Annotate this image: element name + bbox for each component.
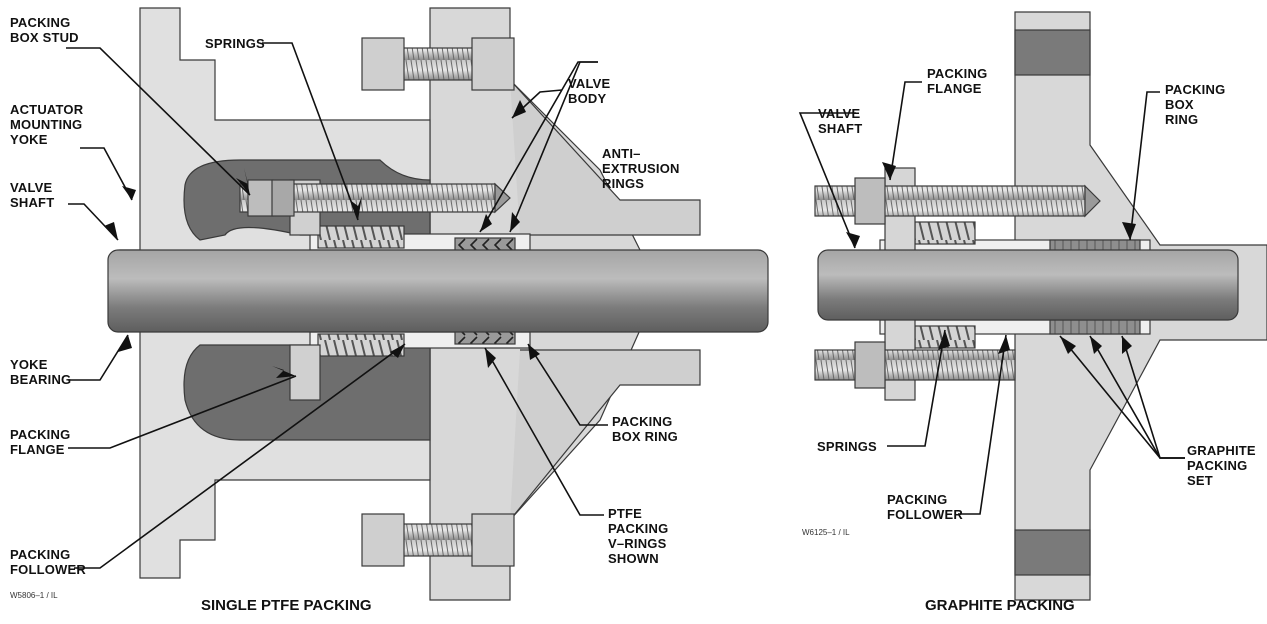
label-yoke-bearing: YOKE BEARING	[10, 357, 72, 387]
title-graphite-packing: GRAPHITE PACKING	[925, 597, 1075, 614]
left-assembly	[107, 7, 769, 601]
right-valve-shaft	[817, 249, 1239, 321]
right-springs-top	[914, 221, 976, 245]
label-anti-extrusion-rings: ANTI– EXTRUSION RINGS	[602, 146, 680, 191]
figure-code-left: W5806–1 / IL	[10, 591, 58, 600]
label-packing-flange-left: PACKING FLANGE	[10, 427, 71, 457]
figure-code-right: W6125–1 / IL	[802, 528, 850, 537]
label-packing-flange-right: PACKING FLANGE	[927, 66, 988, 96]
label-packing-box-ring-left: PACKING BOX RING	[612, 414, 678, 444]
label-valve-shaft-left: VALVE SHAFT	[10, 180, 55, 210]
label-packing-follower-right: PACKING FOLLOWER	[887, 492, 963, 522]
left-springs-top	[317, 225, 405, 249]
title-single-ptfe-packing: SINGLE PTFE PACKING	[201, 597, 372, 614]
right-assembly	[814, 11, 1267, 601]
leader-arrowheads	[104, 100, 1136, 378]
left-valve-shaft	[107, 249, 769, 333]
right-stud-bottom	[814, 349, 1016, 381]
label-springs-left: SPRINGS	[205, 36, 265, 51]
label-packing-box-ring-right: PACKING BOX RING	[1165, 82, 1226, 127]
right-graphite-bottom	[1049, 319, 1141, 335]
label-valve-body: VALVE BODY	[568, 76, 611, 106]
label-actuator-mounting-yoke: ACTUATOR MOUNTING YOKE	[10, 102, 84, 147]
label-graphite-packing-set: GRAPHITE PACKING SET	[1187, 443, 1256, 488]
label-packing-box-stud: PACKING BOX STUD	[10, 15, 79, 45]
label-ptfe-packing-vrings: PTFE PACKING V–RINGS SHOWN	[608, 506, 669, 566]
label-valve-shaft-right: VALVE SHAFT	[818, 106, 863, 136]
label-packing-follower-left: PACKING FOLLOWER	[10, 547, 86, 577]
label-springs-right: SPRINGS	[817, 439, 877, 454]
